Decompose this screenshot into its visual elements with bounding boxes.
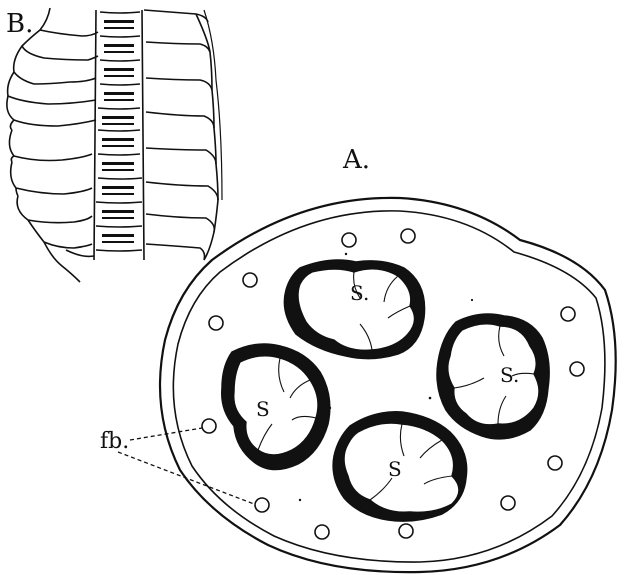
sporangium-left <box>222 344 330 470</box>
sporangium-right <box>437 314 549 439</box>
fibrovascular-label: fb. <box>100 429 129 454</box>
sporangium-top-label: S. <box>350 281 369 305</box>
panel-a-label: A. <box>342 145 370 175</box>
sporangium-right-label: S. <box>500 363 519 387</box>
sporangium-top <box>284 260 424 359</box>
panel-b-label: B. <box>6 9 33 39</box>
fb-leader-lines <box>118 428 254 504</box>
sporangium-left-label: S <box>256 397 270 421</box>
sporangium-bottom-label: S <box>388 457 402 481</box>
